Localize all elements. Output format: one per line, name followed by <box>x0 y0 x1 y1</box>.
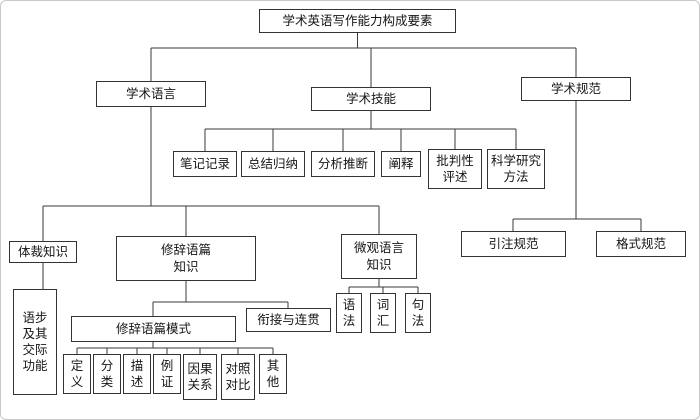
node-academic-skills-label: 学术技能 <box>345 91 396 106</box>
node-exemplification: 例证 <box>153 354 181 394</box>
node-description: 描述 <box>123 354 151 394</box>
connector-norms-children <box>512 101 642 231</box>
node-vocabulary: 词汇 <box>370 293 396 333</box>
node-micro-language: 微观语言知识 <box>341 234 417 279</box>
node-other-label: 其他 <box>266 358 280 389</box>
node-academic-language: 学术语言 <box>96 81 206 107</box>
node-analyzing-label: 分析推断 <box>317 156 368 171</box>
node-summarizing-label: 总结归纳 <box>247 156 298 171</box>
node-interpreting-label: 阐释 <box>388 156 414 171</box>
connector-rhetorical-children <box>152 281 289 316</box>
node-citation-norms-label: 引注规范 <box>488 236 539 251</box>
node-academic-norms: 学术规范 <box>521 77 631 101</box>
connector-micro-children <box>348 279 419 293</box>
node-root-label: 学术英语写作能力构成要素 <box>282 13 433 28</box>
node-syntax-label: 句法 <box>411 297 425 328</box>
node-format-norms-label: 格式规范 <box>615 236 666 251</box>
node-exemplification-label: 例证 <box>160 358 174 389</box>
node-syntax: 句法 <box>405 293 431 333</box>
node-micro-language-label: 微观语言知识 <box>353 241 404 272</box>
connector-skills-children <box>204 111 517 151</box>
node-other: 其他 <box>259 354 287 394</box>
node-critical-review: 批判性评述 <box>428 149 482 189</box>
node-grammar: 语法 <box>336 293 362 333</box>
node-academic-language-label: 学术语言 <box>125 86 176 101</box>
node-grammar-label: 语法 <box>342 297 356 328</box>
node-citation-norms: 引注规范 <box>461 231 566 257</box>
node-genre-knowledge: 体裁知识 <box>9 241 77 263</box>
node-rhetorical-discourse-label: 修辞语篇知识 <box>160 243 211 274</box>
node-classification: 分类 <box>93 354 121 394</box>
node-academic-norms-label: 学术规范 <box>550 81 601 96</box>
node-format-norms: 格式规范 <box>596 231 686 257</box>
node-moves-functions-label: 语步及其交际功能 <box>22 310 48 374</box>
node-note-taking-label: 笔记记录 <box>179 156 230 171</box>
node-rhetorical-discourse: 修辞语篇知识 <box>116 236 256 281</box>
node-classification-label: 分类 <box>100 358 114 389</box>
node-summarizing: 总结归纳 <box>241 151 305 177</box>
connector-language-children <box>42 107 380 241</box>
node-vocabulary-label: 词汇 <box>376 297 390 328</box>
node-critical-review-label: 批判性评述 <box>436 153 474 184</box>
node-description-label: 描述 <box>130 358 144 389</box>
node-discourse-patterns: 修辞语篇模式 <box>71 316 236 342</box>
node-analyzing: 分析推断 <box>311 151 375 177</box>
node-moves-functions: 语步及其交际功能 <box>13 289 57 395</box>
node-definition: 定义 <box>63 354 91 394</box>
connector-pattern-children <box>76 342 274 354</box>
connector-root-level1 <box>150 33 577 87</box>
node-comparison-contrast-label: 对照对比 <box>225 361 251 392</box>
node-note-taking: 笔记记录 <box>173 151 237 177</box>
node-scientific-method-label: 科学研究方法 <box>490 153 541 184</box>
node-definition-label: 定义 <box>70 358 84 389</box>
node-interpreting: 阐释 <box>381 151 421 177</box>
node-root: 学术英语写作能力构成要素 <box>259 9 456 33</box>
node-cause-effect: 因果关系 <box>183 354 217 400</box>
node-cohesion-coherence: 衔接与连贯 <box>246 308 331 332</box>
node-genre-knowledge-label: 体裁知识 <box>17 244 68 259</box>
node-cause-effect-label: 因果关系 <box>187 361 213 392</box>
node-scientific-method: 科学研究方法 <box>487 149 545 189</box>
node-comparison-contrast: 对照对比 <box>221 354 255 400</box>
node-cohesion-coherence-label: 衔接与连贯 <box>257 312 320 327</box>
node-discourse-patterns-label: 修辞语篇模式 <box>115 321 191 336</box>
node-academic-skills: 学术技能 <box>311 87 431 111</box>
